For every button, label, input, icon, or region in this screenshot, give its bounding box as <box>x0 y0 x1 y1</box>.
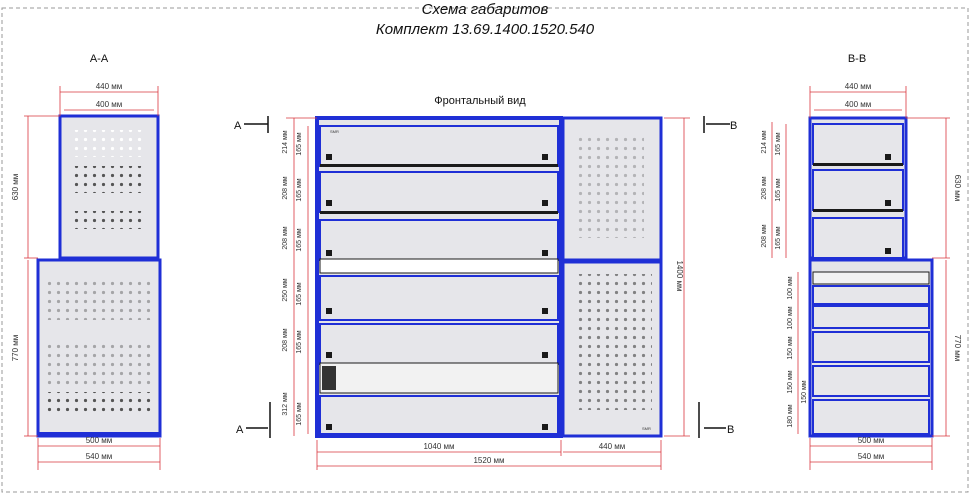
svg-text:165 мм: 165 мм <box>296 132 303 155</box>
bb-left-dims: 214 мм 165 мм 208 мм 165 мм 208 мм 165 м… <box>761 130 782 249</box>
bb-dim-bottom-outer: 540 мм <box>858 452 885 461</box>
bb-upper-drawers <box>812 123 904 259</box>
bb-dim-height-upper: 630 мм <box>953 175 962 202</box>
aa-upper-holes-dark2 <box>74 211 146 229</box>
svg-text:250 мм: 250 мм <box>282 278 289 301</box>
front-section-b-top: В <box>730 120 737 132</box>
bench-drawers <box>319 125 559 435</box>
aa-dim-top-inner: 400 мм <box>96 100 123 109</box>
front-section-a-bottom: А <box>236 424 244 436</box>
svg-text:150 мм: 150 мм <box>787 336 794 359</box>
svg-text:165 мм: 165 мм <box>296 330 303 353</box>
section-bb: В-В <box>761 53 962 470</box>
svg-text:165 мм: 165 мм <box>296 282 303 305</box>
aa-upper-holes-light <box>74 130 146 157</box>
section-aa: А-А 440 мм 400 мм 630 мм 770 мм 500 мм 5… <box>11 53 162 470</box>
section-bb-label: В-В <box>848 53 866 65</box>
svg-text:208 мм: 208 мм <box>282 226 289 249</box>
svg-text:150 мм: 150 мм <box>801 380 808 403</box>
front-left-dims: 214 мм 165 мм 208 мм 165 мм 208 мм 165 м… <box>282 130 303 425</box>
svg-text:165 мм: 165 мм <box>296 228 303 251</box>
front-upper-holes <box>578 134 644 238</box>
front-cab-brand: SMR <box>642 426 651 431</box>
svg-text:312 мм: 312 мм <box>282 392 289 415</box>
diagram-subtitle: Комплект 13.69.1400.1520.540 <box>376 21 595 38</box>
aa-base <box>38 432 160 437</box>
bb-lower-drawers <box>812 271 930 435</box>
svg-text:208 мм: 208 мм <box>282 176 289 199</box>
aa-dim-top-outer: 440 мм <box>96 82 123 91</box>
bb-dim-top-inner: 400 мм <box>845 100 872 109</box>
aa-dim-bottom-inner: 500 мм <box>86 436 113 445</box>
aa-lower-holes2 <box>46 340 154 388</box>
svg-text:100 мм: 100 мм <box>787 276 794 299</box>
svg-text:165 мм: 165 мм <box>296 178 303 201</box>
bb-dim-bottom-inner: 500 мм <box>858 436 885 445</box>
aa-dim-height-upper: 630 мм <box>11 174 20 201</box>
svg-text:208 мм: 208 мм <box>282 328 289 351</box>
svg-text:208 мм: 208 мм <box>761 224 768 247</box>
aa-lower-holes-blue <box>46 392 154 412</box>
svg-text:165 мм: 165 мм <box>775 178 782 201</box>
aa-dim-bottom-outer: 540 мм <box>86 452 113 461</box>
diagram-title: Схема габаритов <box>422 1 549 18</box>
svg-text:214 мм: 214 мм <box>761 130 768 153</box>
front-view-label: Фронтальный вид <box>434 95 526 107</box>
front-lower-holes <box>574 274 652 410</box>
bb-dim-top-outer: 440 мм <box>845 82 872 91</box>
svg-text:214 мм: 214 мм <box>282 130 289 153</box>
front-dim-total: 1520 мм <box>473 456 504 465</box>
front-view: Фронтальный вид А А В В <box>234 95 737 470</box>
bench-brand: SMR <box>330 129 339 134</box>
front-dim-cab: 440 мм <box>599 442 626 451</box>
svg-text:165 мм: 165 мм <box>775 132 782 155</box>
svg-text:180 мм: 180 мм <box>787 404 794 427</box>
section-aa-label: А-А <box>90 53 109 65</box>
aa-lower-holes <box>46 280 154 320</box>
front-dim-height-total: 1400 мм <box>675 260 684 291</box>
svg-text:208 мм: 208 мм <box>761 176 768 199</box>
svg-text:100 мм: 100 мм <box>787 306 794 329</box>
sheet-border <box>1 7 969 493</box>
front-section-b-bottom: В <box>727 424 734 436</box>
bb-dim-height-lower: 770 мм <box>953 335 962 362</box>
front-section-a-top: А <box>234 120 242 132</box>
aa-upper-holes-dark <box>74 166 146 193</box>
bb-drawer-dims: 100 мм 100 мм 150 мм 150 мм 150 мм 180 м… <box>787 276 808 427</box>
svg-text:165 мм: 165 мм <box>775 226 782 249</box>
aa-dim-height-lower: 770 мм <box>11 335 20 362</box>
svg-text:150 мм: 150 мм <box>787 370 794 393</box>
svg-text:165 мм: 165 мм <box>296 402 303 425</box>
front-dim-bench: 1040 мм <box>423 442 454 451</box>
